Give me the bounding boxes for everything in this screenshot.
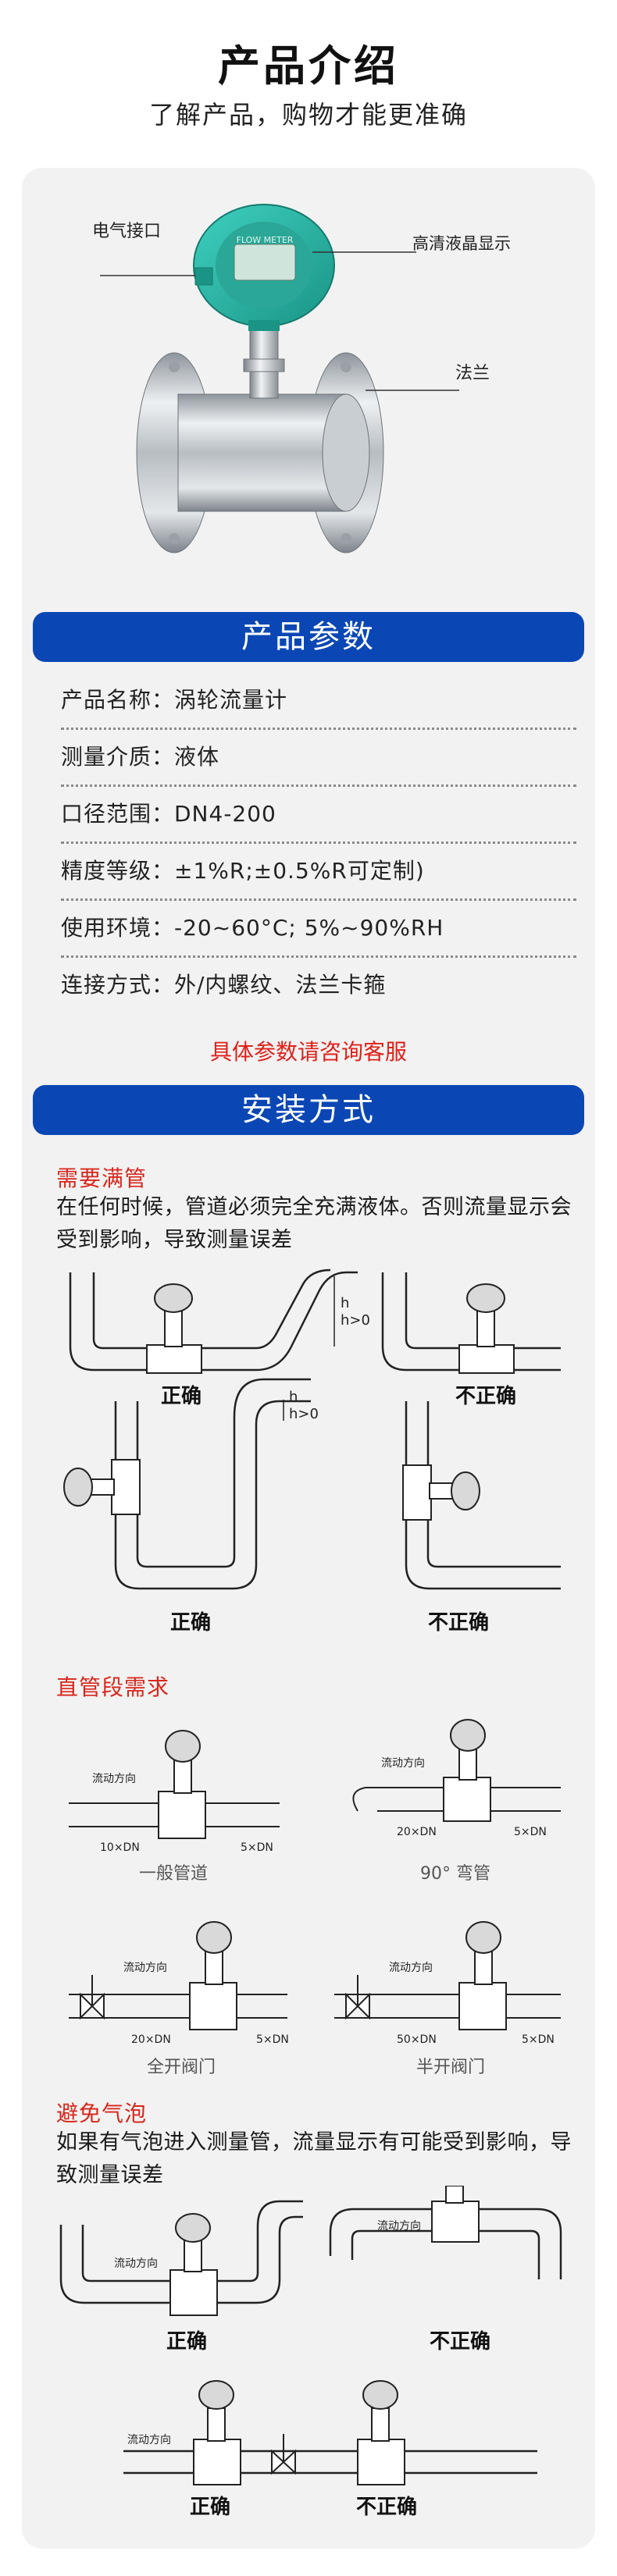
params-banner: 产品参数 — [33, 612, 584, 662]
general-pipe-label: 一般管道 — [139, 1864, 208, 1884]
param-row: 精度等级：±1%R;±0.5%R可定制) — [61, 844, 576, 901]
h-gt0-label: h>0 — [341, 1312, 370, 1329]
incorrect-label: 不正确 — [455, 1384, 516, 1408]
h-gt0-label: h>0 — [289, 1406, 319, 1422]
flange-label: 法兰 — [455, 364, 490, 383]
page-subtitle: 了解产品，购物才能更准确 — [148, 100, 468, 130]
params-note: 具体参数请咨询客服 — [209, 1039, 407, 1065]
flow-label: 流动方向 — [389, 1962, 433, 1974]
distance-label: 10×DN — [100, 1841, 140, 1854]
param-row: 测量介质：液体 — [61, 730, 576, 787]
full-pipe-text: 在任何时候，管道必须完全充满液体。否则流量显示会受到影响，导致测量误差 — [56, 1195, 572, 1252]
full-pipe-heading: 需要满管 — [56, 1165, 148, 1191]
incorrect-label: 不正确 — [428, 1610, 489, 1635]
distance-label: 20×DN — [131, 2033, 171, 2046]
straight-pipe-diagrams: 流动方向 流动方向 流动方向 流动方向 10×DN 5×DN 20×DN 5×D… — [69, 1719, 561, 2077]
product-image: FLOW METER 电气接口 高清液晶显示 法兰 — [92, 204, 511, 553]
correct-label: 正确 — [166, 2329, 207, 2354]
page-title: 产品介绍 — [218, 41, 399, 91]
h-label: h — [341, 1295, 349, 1311]
install-banner: 安装方式 — [33, 1085, 584, 1135]
correct-label: 正确 — [161, 1384, 202, 1408]
elbow-label: 90° 弯管 — [420, 1864, 490, 1884]
flow-label: 流动方向 — [123, 1962, 167, 1974]
distance-label: 5×DN — [256, 2033, 289, 2046]
param-row: 产品名称：涡轮流量计 — [61, 673, 576, 730]
display-label: 高清液晶显示 — [412, 234, 511, 253]
distance-label: 5×DN — [514, 1826, 547, 1838]
incorrect-label: 不正确 — [430, 2329, 490, 2354]
bubble-diagrams: 流动方向 流动方向 流动方向 正确 不正确 正确 不正确 — [59, 2186, 562, 2519]
connector-label: 电气接口 — [92, 222, 161, 241]
flow-label: 流动方向 — [377, 2220, 421, 2233]
brand-label: FLOW METER — [237, 235, 294, 245]
bubble-heading: 避免气泡 — [56, 2101, 148, 2126]
half-valve-label: 半开阀门 — [416, 2058, 485, 2077]
incorrect-label: 不正确 — [356, 2495, 417, 2519]
h-label: h — [289, 1389, 298, 1405]
distance-label: 5×DN — [241, 1841, 273, 1854]
flow-label: 流动方向 — [92, 1773, 136, 1785]
straight-pipe-heading: 直管段需求 — [56, 1674, 170, 1700]
correct-label: 正确 — [190, 2495, 230, 2519]
param-row: 使用环境：-20~60°C; 5%~90%RH — [61, 901, 576, 958]
param-row: 口径范围：DN4-200 — [61, 787, 576, 844]
bubble-text: 如果有气泡进入测量管，流量显示有可能受到影响，导致测量误差 — [56, 2130, 572, 2187]
correct-label: 正确 — [170, 1610, 211, 1635]
full-pipe-diagrams: h h>0 h h>0 正确 不正确 正确 不正确 — [63, 1268, 561, 1635]
flow-label: 流动方向 — [127, 2434, 171, 2446]
full-valve-label: 全开阀门 — [147, 2058, 216, 2077]
param-row: 连接方式：外/内螺纹、法兰卡箍 — [61, 972, 387, 998]
flow-label: 流动方向 — [381, 1757, 425, 1770]
distance-label: 5×DN — [522, 2033, 555, 2046]
distance-label: 50×DN — [397, 2033, 437, 2046]
distance-label: 20×DN — [397, 1826, 437, 1838]
flow-label: 流动方向 — [114, 2258, 158, 2270]
